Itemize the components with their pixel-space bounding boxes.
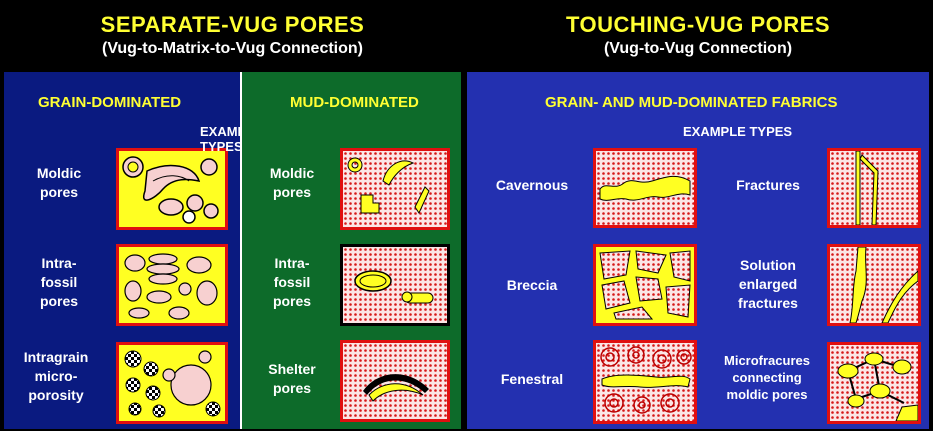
microfractures-svg [830, 345, 918, 421]
separate-vug-subtitle: (Vug-to-Matrix-to-Vug Connection) [4, 38, 461, 60]
mud-intrafossil-label: Intra- fossil pores [250, 254, 334, 311]
breccia-diagram [593, 244, 697, 326]
fabrics-heading: GRAIN- AND MUD-DOMINATED FABRICS [545, 94, 837, 111]
mud-intrafossil-diagram [340, 244, 450, 326]
solution-fractures-diagram [827, 244, 921, 326]
breccia-svg [596, 247, 694, 323]
mud-dominated-heading: MUD-DOMINATED [290, 94, 419, 111]
fractures-svg [830, 151, 918, 225]
mud-moldic-diagram [340, 148, 450, 230]
grain-dominated-heading: GRAIN-DOMINATED [38, 94, 181, 111]
solution-fractures-svg [830, 247, 918, 323]
touching-vug-subtitle: (Vug-to-Vug Connection) [467, 38, 929, 60]
microfractures-diagram [827, 342, 921, 424]
mud-moldic-label: Moldic pores [250, 164, 334, 202]
cavernous-diagram [593, 148, 697, 228]
fenestral-svg [596, 343, 694, 421]
microfractures-label: Microfracures connecting moldic pores [707, 352, 827, 403]
microporosity-grains-svg [119, 345, 225, 421]
touching-vug-panel: TOUCHING-VUG PORES (Vug-to-Vug Connectio… [467, 4, 929, 429]
mud-shelter-svg [343, 343, 447, 419]
grain-moldic-diagram [116, 148, 228, 230]
fenestral-diagram [593, 340, 697, 424]
touching-body: GRAIN- AND MUD-DOMINATED FABRICS EXAMPLE… [467, 72, 929, 429]
grain-intrafossil-label: Intra- fossil pores [12, 254, 106, 311]
fractures-diagram [827, 148, 921, 228]
fractures-label: Fractures [713, 176, 823, 195]
solution-fractures-label: Solution enlarged fractures [713, 256, 823, 313]
touching-vug-title: TOUCHING-VUG PORES [467, 4, 929, 38]
moldic-grains-svg [119, 151, 225, 227]
mud-moldic-svg [343, 151, 447, 227]
separate-vug-header: SEPARATE-VUG PORES (Vug-to-Matrix-to-Vug… [4, 4, 461, 72]
grain-dominated-column: GRAIN-DOMINATED Moldic pores Intra- foss… [4, 72, 240, 429]
mud-intrafossil-svg [343, 247, 447, 323]
grain-moldic-label: Moldic pores [12, 164, 106, 202]
mud-dominated-column: MUD-DOMINATED Moldic pores Intra- fossil… [240, 72, 461, 429]
intrafossil-grains-svg [119, 247, 225, 323]
touching-example-types: EXAMPLE TYPES [683, 124, 792, 139]
separate-vug-title: SEPARATE-VUG PORES [4, 4, 461, 38]
fenestral-label: Fenestral [477, 370, 587, 389]
grain-intragrain-label: Intragrain micro- porosity [6, 348, 106, 405]
separate-vug-panel: SEPARATE-VUG PORES (Vug-to-Matrix-to-Vug… [4, 4, 461, 429]
cavernous-label: Cavernous [477, 176, 587, 195]
cavernous-svg [596, 151, 694, 225]
touching-vug-header: TOUCHING-VUG PORES (Vug-to-Vug Connectio… [467, 4, 929, 72]
mud-shelter-label: Shelter pores [250, 360, 334, 398]
grain-intrafossil-diagram [116, 244, 228, 326]
mud-shelter-diagram [340, 340, 450, 422]
grain-microporosity-diagram [116, 342, 228, 424]
breccia-label: Breccia [477, 276, 587, 295]
